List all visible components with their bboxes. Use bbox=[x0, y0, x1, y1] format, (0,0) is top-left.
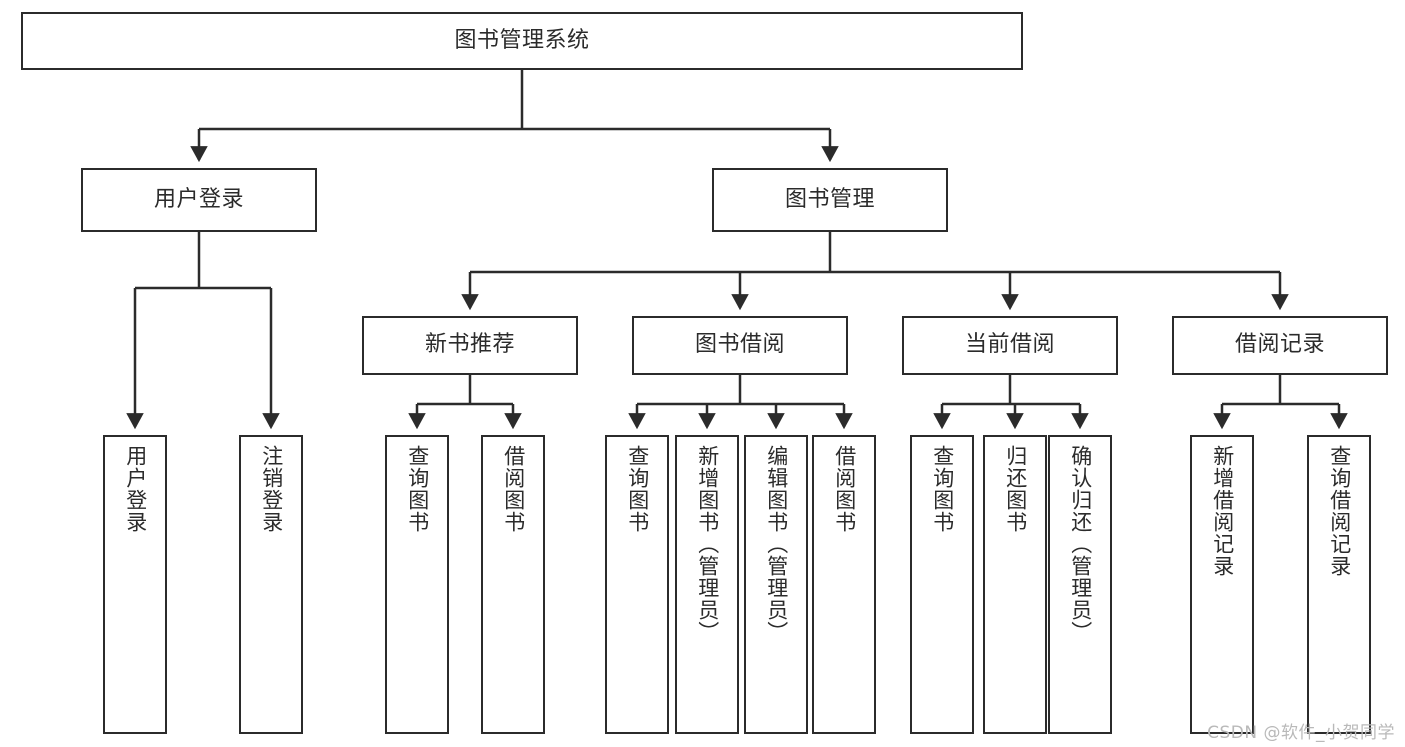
node-current-borrow-label: 当前借阅 bbox=[964, 332, 1055, 358]
leaf-query-book-recommend-label: 查询图书 bbox=[405, 445, 430, 533]
leaf-logout-label: 注销登录 bbox=[259, 445, 284, 533]
leaf-edit-book-admin[interactable]: 编辑图书（管理员） bbox=[744, 435, 808, 734]
node-book-management[interactable]: 图书管理 bbox=[712, 168, 948, 232]
leaf-borrow-book-label: 借阅图书 bbox=[832, 445, 857, 533]
leaf-return-book[interactable]: 归还图书 bbox=[983, 435, 1047, 734]
csdn-watermark: CSDN @软件_小贺同学 bbox=[1207, 723, 1395, 743]
leaf-logout[interactable]: 注销登录 bbox=[239, 435, 303, 734]
leaf-query-borrow-record-label: 查询借阅记录 bbox=[1327, 445, 1352, 577]
leaf-add-borrow-record[interactable]: 新增借阅记录 bbox=[1190, 435, 1254, 734]
leaf-borrow-book-recommend-label: 借阅图书 bbox=[501, 445, 526, 533]
leaf-add-borrow-record-label: 新增借阅记录 bbox=[1210, 445, 1235, 577]
leaf-user-login[interactable]: 用户登录 bbox=[103, 435, 167, 734]
leaf-return-book-label: 归还图书 bbox=[1003, 445, 1028, 533]
leaf-edit-book-admin-label: 编辑图书（管理员） bbox=[764, 445, 789, 643]
leaf-borrow-book-recommend[interactable]: 借阅图书 bbox=[481, 435, 545, 734]
leaf-query-book-recommend[interactable]: 查询图书 bbox=[385, 435, 449, 734]
node-root[interactable]: 图书管理系统 bbox=[21, 12, 1023, 70]
node-borrow-records[interactable]: 借阅记录 bbox=[1172, 316, 1388, 375]
leaf-add-book-admin[interactable]: 新增图书（管理员） bbox=[675, 435, 739, 734]
leaf-add-book-admin-label: 新增图书（管理员） bbox=[695, 445, 720, 643]
node-root-label: 图书管理系统 bbox=[454, 27, 590, 53]
leaf-query-book-borrow[interactable]: 查询图书 bbox=[605, 435, 669, 734]
leaf-query-borrow-record[interactable]: 查询借阅记录 bbox=[1307, 435, 1371, 734]
node-user-login-label: 用户登录 bbox=[153, 186, 244, 212]
node-new-book-recommend[interactable]: 新书推荐 bbox=[362, 316, 578, 375]
node-book-borrow[interactable]: 图书借阅 bbox=[632, 316, 848, 375]
node-book-management-label: 图书管理 bbox=[784, 186, 875, 212]
leaf-confirm-return-admin[interactable]: 确认归还（管理员） bbox=[1048, 435, 1112, 734]
node-book-borrow-label: 图书借阅 bbox=[694, 332, 785, 358]
node-borrow-records-label: 借阅记录 bbox=[1234, 332, 1325, 358]
leaf-query-book-borrow-label: 查询图书 bbox=[625, 445, 650, 533]
leaf-query-book-current-label: 查询图书 bbox=[930, 445, 955, 533]
leaf-user-login-label: 用户登录 bbox=[123, 445, 148, 533]
node-new-book-recommend-label: 新书推荐 bbox=[424, 332, 515, 358]
leaf-borrow-book[interactable]: 借阅图书 bbox=[812, 435, 876, 734]
node-user-login[interactable]: 用户登录 bbox=[81, 168, 317, 232]
leaf-confirm-return-admin-label: 确认归还（管理员） bbox=[1068, 445, 1093, 643]
leaf-query-book-current[interactable]: 查询图书 bbox=[910, 435, 974, 734]
node-current-borrow[interactable]: 当前借阅 bbox=[902, 316, 1118, 375]
